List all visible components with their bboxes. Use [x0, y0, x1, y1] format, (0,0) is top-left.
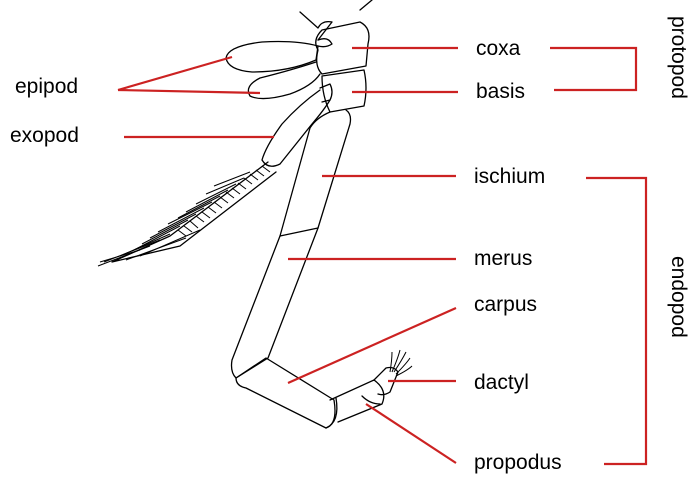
- leader-lines: [118, 48, 646, 464]
- group-label-endopod: endopod: [667, 256, 688, 338]
- label-propodus: propodus: [474, 451, 562, 474]
- exopod-base: [262, 90, 330, 166]
- label-ischium: ischium: [474, 165, 545, 188]
- dactyl-setae: [390, 350, 412, 376]
- leader-carpus: [288, 308, 456, 383]
- coxa-notch: [318, 39, 332, 47]
- label-carpus: carpus: [474, 293, 537, 316]
- ischium-segment: [280, 110, 351, 236]
- basis-joint: [320, 84, 332, 102]
- exopod-flagellum: [112, 162, 276, 262]
- leader-epipod-lower: [118, 90, 260, 93]
- label-merus: merus: [474, 247, 532, 270]
- exopod-setae: [98, 172, 250, 266]
- propodus-segment: [330, 380, 384, 422]
- propodus-joint: [362, 396, 380, 404]
- epipod-upper: [226, 42, 318, 73]
- leader-epipod-upper: [118, 57, 232, 90]
- merus-segment: [232, 228, 319, 378]
- bracket-protopod: [550, 48, 636, 90]
- label-dactyl: dactyl: [474, 371, 529, 394]
- label-basis: basis: [476, 80, 525, 103]
- labels: epipod exopod coxa basis ischium merus c…: [10, 16, 688, 474]
- leader-propodus: [366, 404, 456, 463]
- leg-drawing: [98, 0, 412, 428]
- body-attachment: [300, 0, 372, 40]
- label-coxa: coxa: [476, 37, 521, 60]
- bracket-endopod: [586, 178, 646, 464]
- flagellum-rings: [178, 166, 270, 236]
- label-epipod: epipod: [15, 75, 78, 98]
- label-exopod: exopod: [10, 124, 79, 147]
- group-label-protopod: protopod: [667, 16, 688, 99]
